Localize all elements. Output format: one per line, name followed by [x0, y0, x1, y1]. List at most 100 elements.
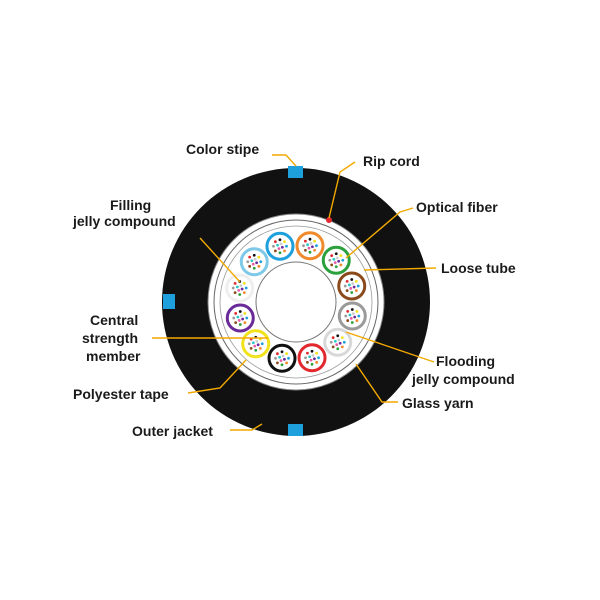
optical-fiber-dot: [281, 354, 285, 358]
loose-tube-ring: [267, 343, 297, 373]
label-outer-jacket: Outer jacket: [132, 423, 213, 439]
optical-fiber-dot: [309, 241, 313, 245]
optical-fiber-dot: [315, 360, 319, 364]
optical-fiber-dot: [328, 258, 332, 262]
optical-fiber-dot: [278, 238, 282, 242]
optical-fiber-dot: [244, 286, 248, 290]
label-flooding-1: Flooding: [436, 353, 495, 369]
optical-fiber-dot: [342, 340, 346, 344]
optical-fiber-dot: [274, 356, 277, 360]
optical-fiber-dot: [350, 308, 354, 311]
optical-fiber-dot: [333, 339, 337, 343]
optical-fiber-dot: [255, 261, 259, 265]
optical-fiber-dot: [313, 248, 316, 252]
label-central-1: Central: [90, 312, 138, 328]
optical-fiber-dot: [355, 309, 359, 313]
optical-fiber-dot: [348, 313, 352, 317]
optical-fiber-dot: [332, 257, 336, 261]
color-stripe-bottom: [288, 424, 303, 436]
label-central-2: strength: [82, 330, 138, 346]
optical-fiber-dot: [334, 265, 338, 269]
loose-tube-ring: [241, 329, 271, 359]
optical-fiber-dot: [333, 261, 337, 265]
optical-fiber-dot: [276, 243, 279, 247]
optical-fiber-dot: [258, 346, 262, 350]
loose-tube-ring: [295, 231, 325, 261]
loose-tube: [323, 327, 353, 357]
optical-fiber-dot: [346, 309, 350, 313]
optical-fiber-dot: [317, 356, 320, 360]
optical-fiber-dot: [243, 312, 247, 315]
leader-optical-fiber: [345, 207, 414, 259]
optical-fiber-dot: [303, 248, 307, 252]
optical-fiber-dot: [336, 334, 340, 338]
optical-fiber-dot: [280, 363, 284, 367]
optical-fiber-dot: [277, 247, 281, 251]
optical-fiber-dot: [235, 285, 239, 289]
optical-fiber-dot: [232, 316, 236, 320]
optical-fiber-dot: [283, 357, 286, 361]
optical-fiber-dot: [306, 360, 309, 364]
optical-fiber-dot: [315, 244, 318, 248]
optical-fiber-dot: [243, 321, 247, 325]
leader-polyester: [187, 359, 247, 394]
optical-fiber-dot: [238, 310, 242, 313]
loose-tube: [295, 231, 325, 261]
optical-fiber-dot: [254, 348, 258, 352]
rip-cord-dot: [326, 217, 332, 223]
optical-fiber-dot: [315, 351, 319, 355]
leader-flooding: [345, 331, 435, 363]
optical-fiber-dot: [272, 244, 275, 248]
label-optical-fiber: Optical fiber: [416, 199, 498, 215]
optical-fiber-dot: [253, 344, 257, 348]
optical-fiber-dot: [246, 260, 250, 264]
optical-fiber-dot: [257, 255, 261, 259]
label-central-3: member: [86, 348, 141, 364]
optical-fiber-dot: [351, 312, 355, 315]
optical-fiber-dot: [337, 259, 341, 263]
optical-fiber-dot: [287, 356, 290, 360]
optical-fiber-dot: [255, 339, 259, 343]
loose-tube: [297, 343, 327, 373]
optical-fiber-dot: [280, 350, 284, 354]
optical-fiber-dot: [340, 336, 344, 340]
leader-color-stripe: [272, 154, 297, 167]
optical-fiber-dot: [307, 246, 311, 250]
optical-fiber-dot: [240, 287, 244, 291]
optical-fiber-dot: [350, 321, 354, 324]
optical-fiber-dot: [250, 259, 254, 263]
optical-fiber-dot: [355, 319, 359, 322]
optical-fiber-dot: [251, 341, 255, 345]
optical-fiber-dot: [343, 284, 347, 288]
optical-fiber-dot: [339, 254, 343, 258]
optical-fiber-dot: [245, 316, 249, 320]
optical-fiber-dot: [345, 279, 349, 283]
leader-filling: [199, 237, 241, 283]
loose-tube-ring: [225, 273, 255, 303]
loose-tube-ring: [239, 247, 269, 277]
optical-fiber-dot: [252, 266, 256, 270]
optical-fiber-dot: [308, 237, 312, 241]
optical-fiber-dot: [279, 242, 283, 246]
optical-fiber-dot: [239, 314, 243, 318]
loose-tube: [337, 301, 367, 331]
color-stripe-top: [288, 166, 303, 178]
optical-fiber-dot: [279, 359, 283, 363]
optical-fiber-dot: [341, 258, 345, 262]
optical-fiber-dot: [247, 342, 251, 346]
optical-fiber-dot: [248, 264, 252, 268]
loose-tube: [321, 245, 351, 275]
loose-tube-ring: [321, 245, 351, 275]
optical-fiber-dot: [259, 260, 263, 264]
loose-tubes-group: [225, 231, 367, 373]
optical-fiber-dot: [354, 289, 358, 292]
optical-fiber-dot: [252, 253, 256, 257]
optical-fiber-dot: [313, 357, 316, 361]
optical-fiber-dot: [340, 345, 344, 349]
optical-fiber-dot: [311, 353, 315, 357]
loose-tube-ring: [337, 271, 367, 301]
optical-fiber-dot: [248, 255, 252, 259]
loose-tube: [265, 231, 295, 261]
optical-fiber-dot: [249, 346, 253, 350]
